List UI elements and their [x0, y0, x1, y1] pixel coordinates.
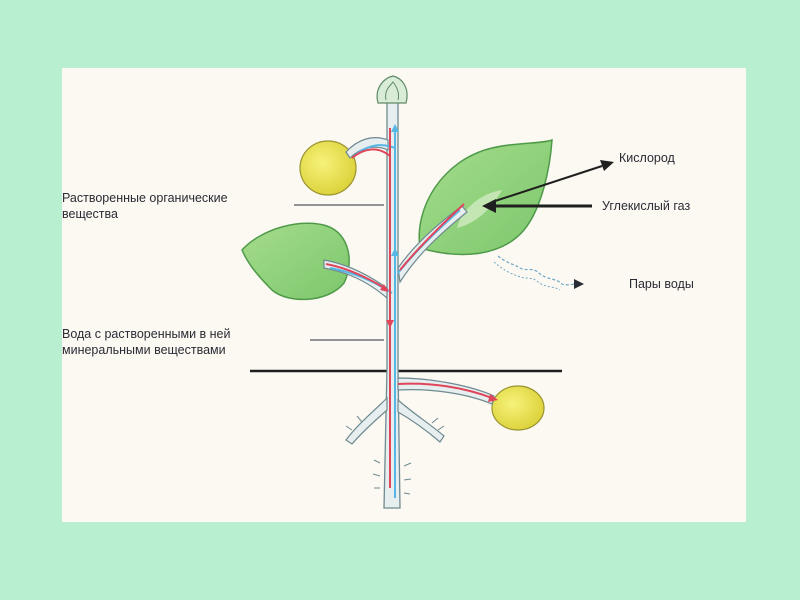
main-stem	[383, 97, 401, 509]
label-oxygen: Кислород	[619, 151, 675, 165]
label-mineral-line2: минеральными веществами	[62, 343, 226, 357]
fruit-top	[299, 140, 357, 196]
organic-flow-arrows	[325, 128, 498, 488]
label-organic-line2: вещества	[62, 207, 118, 221]
label-organic-substances: Растворенные органические вещества	[62, 190, 228, 222]
root-left	[345, 396, 388, 445]
label-co2: Углекислый газ	[602, 199, 691, 213]
label-organic-line1: Растворенные органические	[62, 191, 228, 205]
root-right	[397, 398, 445, 443]
diagram-panel: Кислород Углекислый газ Пары воды Раство…	[62, 68, 746, 522]
label-mineral-water: Вода с растворенными в ней минеральными …	[62, 326, 230, 358]
root-to-fruit	[397, 377, 495, 405]
bud	[376, 75, 408, 104]
label-mineral-line1: Вода с растворенными в ней	[62, 327, 231, 341]
fruit-bottom	[491, 385, 545, 431]
plant-diagram	[241, 75, 614, 509]
branch-right-leaf	[397, 205, 468, 284]
label-water-vapor: Пары воды	[629, 277, 694, 291]
root-hairs	[345, 415, 445, 495]
oxygen-arrow	[491, 165, 603, 203]
leaf-right-highlight	[457, 190, 502, 228]
water-vapor-arrow	[497, 255, 577, 286]
leaf-left	[241, 222, 350, 301]
